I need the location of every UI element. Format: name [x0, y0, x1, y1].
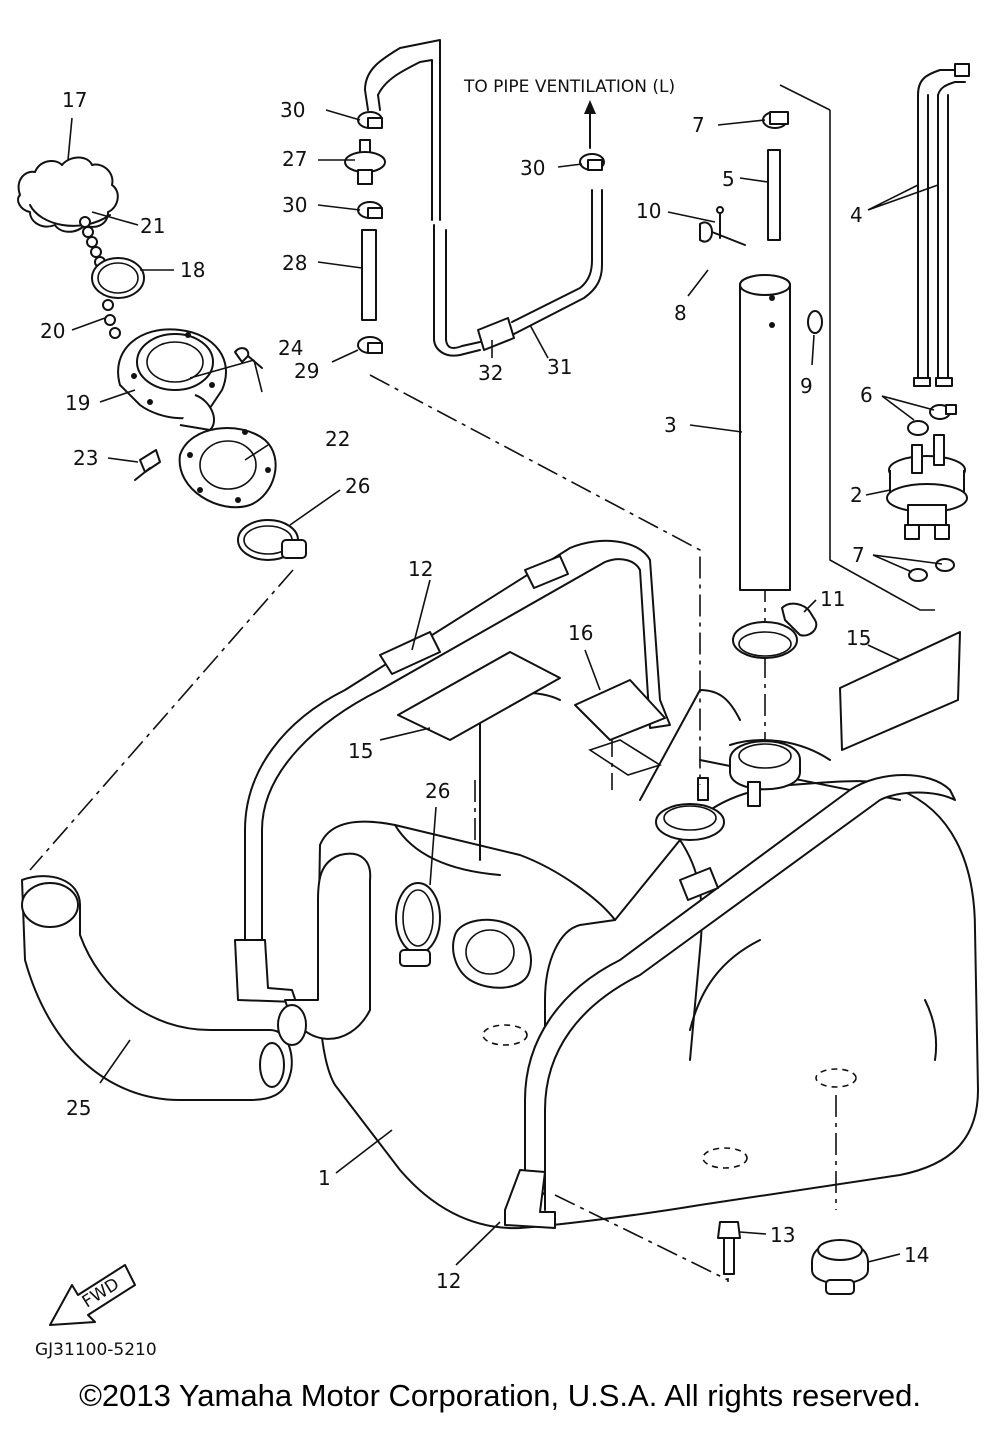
callout-labels: 17 21 18 20 19 24 23 22 26 30 27 30 28 2…: [35, 77, 929, 1360]
callout-3: 3: [664, 413, 677, 437]
fwd-arrow-icon: FWD: [49, 1264, 136, 1326]
callout-12b: 12: [436, 1269, 461, 1293]
callout-30c: 30: [520, 156, 545, 180]
clip: [762, 111, 789, 129]
callout-14: 14: [904, 1243, 929, 1267]
tank-strap: [234, 539, 671, 1003]
callout-7a: 7: [692, 113, 705, 137]
gasket: [178, 427, 277, 509]
gas-cap: [17, 156, 119, 233]
callout-31: 31: [547, 355, 572, 379]
hose-clip: [357, 111, 605, 354]
damper: [811, 1239, 869, 1295]
callout-2: 2: [850, 483, 863, 507]
callout-7b: 7: [852, 543, 865, 567]
callout-10: 10: [636, 199, 661, 223]
callout-25: 25: [66, 1096, 91, 1120]
callout-20: 20: [40, 319, 65, 343]
callout-28: 28: [282, 251, 307, 275]
fuel-valve: [886, 434, 968, 540]
callout-17: 17: [62, 88, 87, 112]
callout-1: 1: [318, 1166, 331, 1190]
filler-hose: [21, 852, 372, 1101]
callout-23: 23: [73, 446, 98, 470]
callout-15a: 15: [846, 626, 871, 650]
pickup-tube: [739, 149, 791, 591]
diagram-code: GJ31100-5210: [35, 1340, 157, 1360]
callout-4: 4: [850, 203, 863, 227]
callout-22: 22: [325, 427, 350, 451]
callout-27: 27: [282, 147, 307, 171]
vent-annotation: TO PIPE VENTILATION (L): [463, 77, 675, 97]
callout-24: 24: [278, 336, 303, 360]
bolt: [134, 347, 263, 481]
callout-12a: 12: [408, 557, 433, 581]
callout-26a: 26: [345, 474, 370, 498]
hose-clamp-lower: [395, 882, 441, 967]
callout-32: 32: [478, 361, 503, 385]
filler-neck: [117, 328, 227, 431]
fuel-tank: [317, 689, 979, 1230]
o-ring: [91, 257, 145, 299]
vent-hose: [364, 39, 603, 357]
pin: [699, 206, 746, 246]
callout-30b: 30: [282, 193, 307, 217]
warning-label: [397, 631, 961, 751]
vent-tube: [913, 63, 970, 387]
caution-label: [574, 679, 666, 741]
copyright-notice: ©2013 Yamaha Motor Corporation, U.S.A. A…: [79, 1378, 921, 1413]
washer: [807, 310, 823, 334]
callout-6: 6: [860, 383, 873, 407]
hose-clamp-upper: [237, 519, 307, 561]
leader-lines: [67, 109, 943, 1266]
callout-26b: 26: [425, 779, 450, 803]
callout-21: 21: [140, 214, 165, 238]
callout-8: 8: [674, 301, 687, 325]
callout-9: 9: [800, 374, 813, 398]
callout-29: 29: [294, 359, 319, 383]
callout-5: 5: [722, 167, 735, 191]
callout-13: 13: [770, 1223, 795, 1247]
callout-11: 11: [820, 587, 845, 611]
callout-15b: 15: [348, 739, 373, 763]
tank-strap-front: [504, 774, 956, 1229]
sub-tank-clamp: [732, 602, 818, 659]
callout-30a: 30: [280, 98, 305, 122]
hose-clip-small: [907, 404, 957, 582]
check-valve: [344, 139, 386, 321]
callout-19: 19: [65, 391, 90, 415]
tank-bolt: [717, 1221, 741, 1275]
callout-18: 18: [180, 258, 205, 282]
callout-16: 16: [568, 621, 593, 645]
